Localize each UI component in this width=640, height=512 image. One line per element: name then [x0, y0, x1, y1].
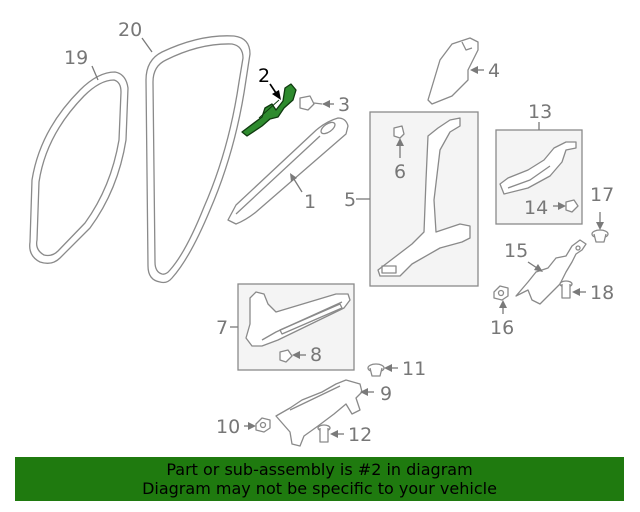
nut-16	[493, 285, 509, 301]
callout-20: 20	[118, 19, 142, 41]
callout-2: 2	[258, 65, 270, 87]
callout-4: 4	[488, 60, 500, 82]
leader-20	[141, 37, 153, 53]
leader-19	[91, 65, 99, 81]
info-banner: Part or sub-assembly is #2 in diagram Di…	[15, 457, 624, 501]
arrow-10	[248, 422, 256, 430]
arrow-11	[384, 364, 392, 372]
callout-14: 14	[524, 197, 548, 219]
arrow-3	[322, 100, 330, 108]
callout-11: 11	[402, 358, 426, 380]
clip-6	[393, 125, 405, 139]
bolt-18	[559, 280, 573, 299]
b-pillar-trim-5	[377, 117, 471, 277]
callout-10: 10	[216, 416, 240, 438]
weatherstrip-20	[145, 35, 251, 284]
highlighted-part-2	[241, 83, 297, 137]
clip-14	[565, 199, 579, 213]
callout-19: 19	[64, 47, 88, 69]
arrow-8	[292, 351, 300, 359]
callout-7: 7	[216, 317, 228, 339]
arrow-15	[534, 264, 543, 272]
arrow-14	[558, 202, 566, 210]
callout-1: 1	[304, 191, 316, 213]
callout-3: 3	[338, 94, 350, 116]
pin-11	[367, 363, 385, 377]
pin-17	[591, 229, 609, 243]
arrow-6	[396, 138, 404, 146]
callout-15: 15	[504, 240, 528, 262]
clip-3	[299, 95, 323, 111]
callout-9: 9	[380, 383, 392, 405]
parts-diagram: 19 20 2 3 1 4 5	[29, 19, 614, 447]
nut-10	[255, 417, 271, 433]
arrow-12	[330, 430, 338, 438]
arrow-17	[596, 222, 604, 230]
callout-12: 12	[348, 424, 372, 446]
arrow-1	[290, 173, 297, 182]
arrow-9	[360, 388, 368, 396]
callout-6: 6	[394, 161, 406, 183]
callout-16: 16	[490, 317, 514, 339]
banner-line-2: Diagram may not be specific to your vehi…	[142, 479, 497, 498]
box-5	[369, 111, 479, 287]
kick-panel-7	[245, 291, 351, 347]
bolt-12	[317, 424, 331, 443]
callout-17: 17	[590, 184, 614, 206]
upper-trim-4	[427, 37, 479, 105]
clip-8	[279, 349, 293, 363]
arrow-2	[272, 90, 281, 100]
banner-line-1: Part or sub-assembly is #2 in diagram	[166, 460, 473, 479]
weatherstrip-19	[29, 71, 129, 264]
arrow-4	[470, 66, 478, 74]
callout-5: 5	[344, 189, 356, 211]
bracket-15	[515, 239, 587, 305]
arrow-18	[572, 288, 580, 296]
callout-18: 18	[590, 282, 614, 304]
callout-13: 13	[528, 101, 552, 123]
scuff-trim-13	[499, 141, 577, 195]
bracket-9	[275, 379, 363, 447]
callout-8: 8	[310, 344, 322, 366]
a-pillar-trim-1	[227, 117, 349, 225]
arrow-16	[499, 300, 507, 308]
